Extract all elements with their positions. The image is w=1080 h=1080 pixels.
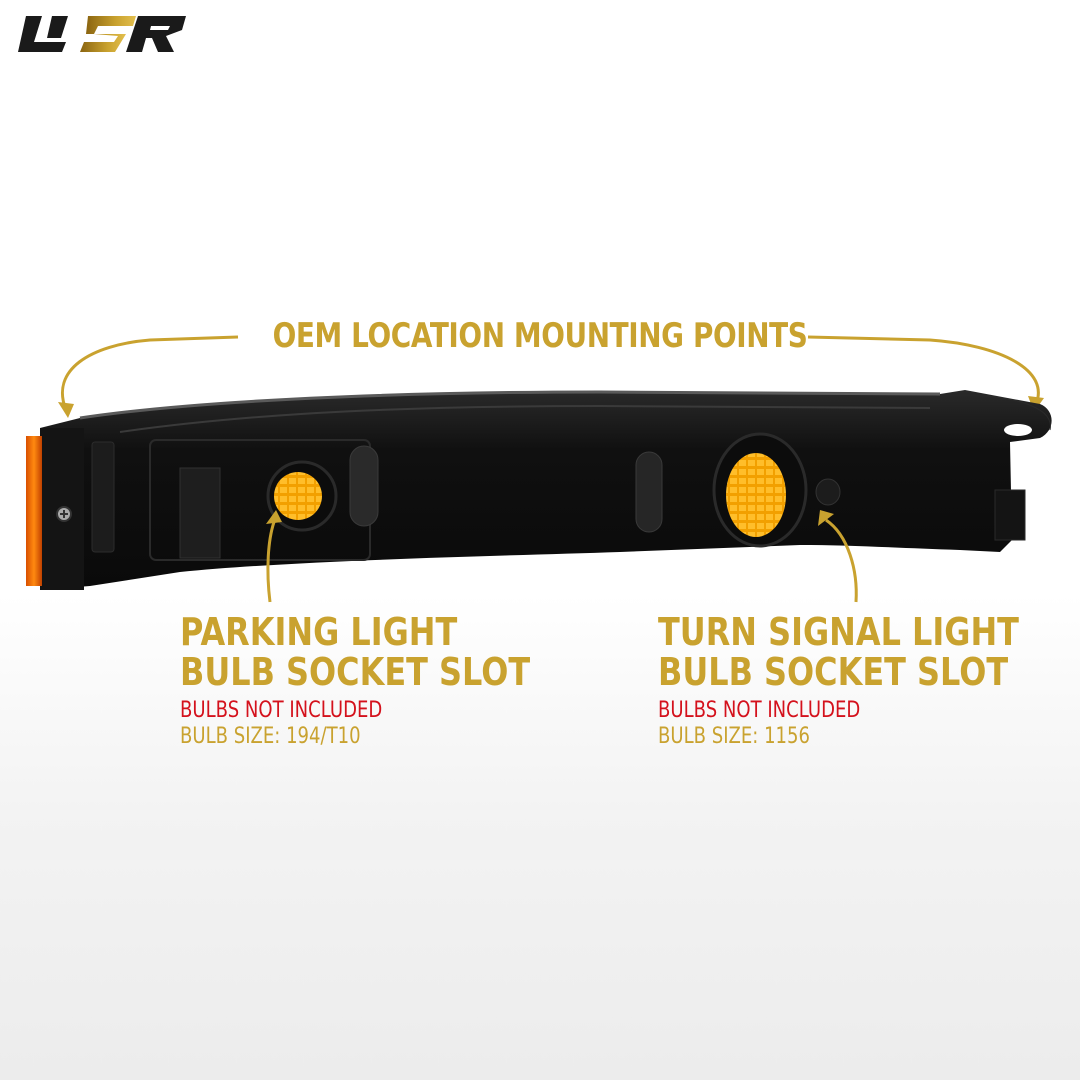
parking-title-line1: PARKING LIGHT [180,610,458,654]
socket-arrows [266,518,858,603]
turn-warning: BULBS NOT INCLUDED [658,698,861,723]
turn-title-line2: BULB SOCKET SLOT [658,650,1009,694]
mounting-points-callout: OEM LOCATION MOUNTING POINTS [272,316,808,356]
mounting-arrows [60,335,1040,411]
parking-light-label: PARKING LIGHT BULB SOCKET SLOT BULBS NOT… [180,612,597,750]
parking-bulb-size: BULB SIZE: 194/T10 [180,724,361,749]
parking-title-line2: BULB SOCKET SLOT [180,650,531,694]
turn-signal-label: TURN SIGNAL LIGHT BULB SOCKET SLOT BULBS… [658,612,1080,750]
parking-warning: BULBS NOT INCLUDED [180,698,383,723]
usr-logo [18,16,186,52]
turn-title-line1: TURN SIGNAL LIGHT [658,610,1019,654]
turn-bulb-size: BULB SIZE: 1156 [658,724,810,749]
